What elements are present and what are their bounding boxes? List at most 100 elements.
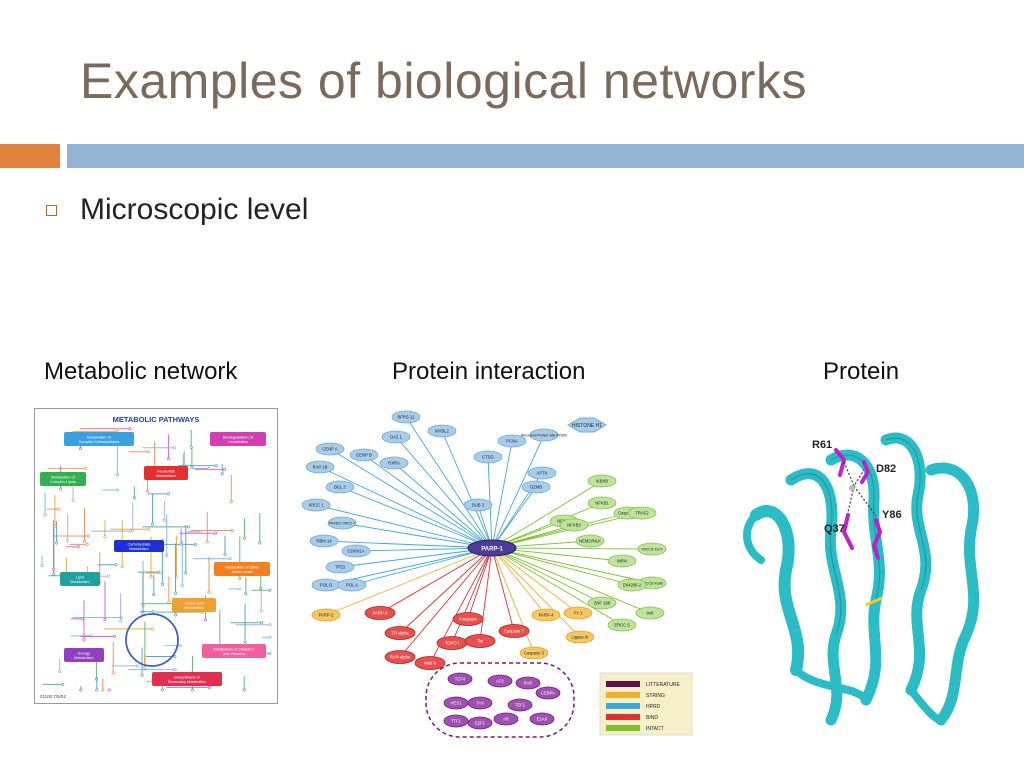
protein-node-shape	[301, 498, 331, 512]
compound-node	[52, 572, 56, 576]
compound-node	[180, 584, 184, 588]
compound-node	[174, 613, 178, 617]
legend-label: STRING	[646, 693, 665, 699]
protein-node: YY 1	[563, 606, 593, 620]
compound-node	[79, 688, 83, 692]
compound-node	[103, 535, 107, 539]
compound-node	[95, 688, 99, 692]
protein-node: Ligase III	[565, 630, 595, 644]
protein-node: POL A	[337, 578, 367, 592]
legend-swatch	[606, 681, 640, 687]
protein-node: Mod 6	[414, 656, 446, 670]
metabolic-category-label: Nucleotide	[157, 470, 175, 474]
compound-node	[152, 593, 156, 597]
protein-node: Caspase 7	[498, 624, 530, 638]
protein-node: TEF1	[507, 698, 533, 712]
protein-node-label: XRCC5/ Ku70	[641, 548, 662, 552]
protein-node-label: NFKB3	[567, 523, 581, 528]
compound-node	[207, 685, 211, 689]
protein-node: XRCC5/ Ku70	[637, 542, 667, 556]
metabolic-category-label: Xenobiotics	[228, 440, 248, 444]
residue-label-q37: Q37	[824, 523, 845, 535]
histone-label: HISTONE H1	[572, 423, 602, 429]
protein-node-shape	[384, 650, 416, 664]
compound-node	[115, 488, 119, 492]
metabolic-category-rect	[114, 540, 164, 552]
protein-node: TTF1	[443, 714, 469, 728]
compound-node	[268, 588, 272, 592]
interaction-edge	[341, 522, 493, 549]
metabolic-category-label: Carbohydrate	[127, 543, 150, 547]
compound-node	[43, 513, 47, 517]
protein-node-shape	[519, 646, 549, 660]
compound-node	[58, 670, 62, 674]
compound-node	[106, 574, 110, 578]
protein-node: BUB 3	[463, 498, 493, 512]
protein-node-label: YY 1	[573, 611, 583, 616]
protein-node-shape	[337, 578, 367, 592]
protein-node: E2F1	[467, 716, 493, 730]
protein-node-label: BUB 3	[472, 503, 485, 508]
protein-node: TP53	[325, 560, 355, 574]
metabolic-category-label: Metabolism of Other	[225, 566, 260, 570]
protein-node-shape	[467, 696, 493, 710]
interaction-edge	[451, 547, 493, 644]
interaction-edge	[319, 466, 493, 549]
protein-node-shape	[467, 716, 493, 730]
protein-node-shape	[349, 448, 379, 462]
protein-node-label: PARP-3	[373, 611, 388, 616]
protein-node-label: POL B	[320, 583, 332, 588]
protein-node: trafi	[635, 606, 665, 620]
protein-node-shape	[452, 612, 484, 626]
metabolic-category-label: Metabolism	[156, 474, 175, 478]
protein-node: IKBKB	[587, 474, 617, 488]
protein-node: CENP B	[349, 448, 379, 462]
compound-node	[165, 553, 169, 557]
interaction-edge	[491, 440, 513, 549]
transcription-factor-group	[425, 662, 575, 738]
protein-node-label: Integrase	[459, 617, 477, 622]
metabolic-category-label: Metabolism	[184, 606, 203, 610]
compound-node	[146, 527, 150, 531]
protein-node: RBM 14	[309, 534, 339, 548]
protein-node-label: WRN	[617, 559, 627, 564]
protein-node-shape	[587, 496, 617, 510]
protein-node: HES1	[443, 696, 469, 710]
protein-node-shape	[315, 442, 345, 456]
protein-node-shape	[521, 480, 551, 494]
compound-node	[61, 682, 65, 686]
protein-node: MYBL2	[427, 424, 457, 438]
protein-node-label: RAP 1B	[313, 465, 328, 470]
protein-node-label: RAR	[524, 681, 533, 686]
metabolic-map: METABOLIC PATHWAYS Metabolism ofComplex …	[34, 408, 278, 704]
protein-node-label: TOPO I	[445, 641, 459, 646]
interaction-edge	[363, 454, 493, 549]
protein-node-label: CENP A	[322, 447, 337, 452]
compound-node	[101, 688, 105, 692]
protein-node: Integrase	[452, 612, 484, 626]
accent-bar-blue	[67, 144, 1024, 168]
compound-node	[40, 564, 44, 568]
metabolic-map-heading: METABOLIC PATHWAYS	[113, 415, 200, 424]
protein-node-shape	[527, 466, 557, 480]
metabolic-category-label: Amino Acids	[232, 570, 253, 574]
protein-node: Caspase 3	[519, 646, 549, 660]
beta-strands	[743, 432, 980, 726]
compound-node	[160, 582, 164, 586]
caption-protein: Protein	[823, 358, 900, 385]
legend-label: HPRD	[646, 704, 661, 710]
metabolic-category-rect	[214, 562, 270, 576]
protein-node-label: TEF1	[515, 703, 526, 708]
legend-label: INTACT	[646, 726, 664, 732]
interaction-edge	[491, 502, 603, 549]
interaction-edge	[491, 547, 581, 638]
protein-node-shape	[325, 560, 355, 574]
compound-node	[132, 496, 136, 500]
protein-node: TOPO I	[436, 636, 468, 650]
interaction-edge	[491, 547, 579, 614]
protein-node-label: D04206-2	[623, 583, 642, 588]
